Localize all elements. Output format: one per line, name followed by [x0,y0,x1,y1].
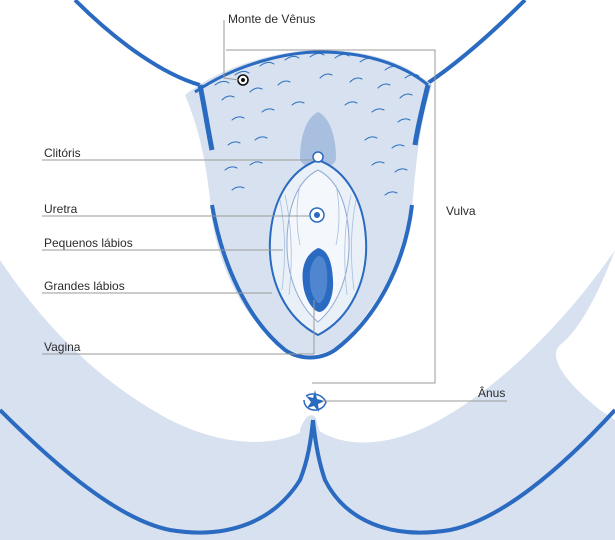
label-urethra: Uretra [44,202,78,216]
left-mons-edge [197,84,215,151]
clitoris-glans [312,151,324,163]
label-vagina: Vagina [44,340,81,354]
right-groin-line [423,0,527,87]
urethra-inner [314,212,320,218]
right-mons-edge [412,84,431,146]
labia-minora-inner [286,169,350,323]
vulva-region [185,50,432,412]
left-inner-thigh-line [0,408,315,535]
leader-vagina [42,300,315,355]
perineum-shading [265,415,360,540]
mons-marker-icon [237,74,249,86]
label-vulva: Vulva [446,204,476,218]
left-groin-line [73,0,201,87]
leader-vulva [226,49,436,384]
pubic-hair [214,52,420,196]
label-anus: Ânus [478,385,505,400]
vaginal-opening-highlight [309,256,328,304]
label-labia-majora: Grandes lábios [44,279,125,293]
label-mons: Monte de Vênus [228,12,315,26]
right-inner-thigh-line [311,408,615,535]
leader-lines [42,20,507,402]
labels: Monte de Vênus Clitóris Uretra Pequenos … [44,12,505,400]
right-thigh-shading [318,250,615,540]
clitoral-hood [300,112,336,168]
label-labia-minora: Pequenos lábios [44,236,133,250]
leader-mons [223,20,240,81]
label-clitoris: Clitóris [44,146,81,160]
labia-majora-outline [210,204,414,360]
left-thigh-shading [0,260,305,540]
labia-texture [279,184,357,296]
anus-icon [303,390,327,412]
